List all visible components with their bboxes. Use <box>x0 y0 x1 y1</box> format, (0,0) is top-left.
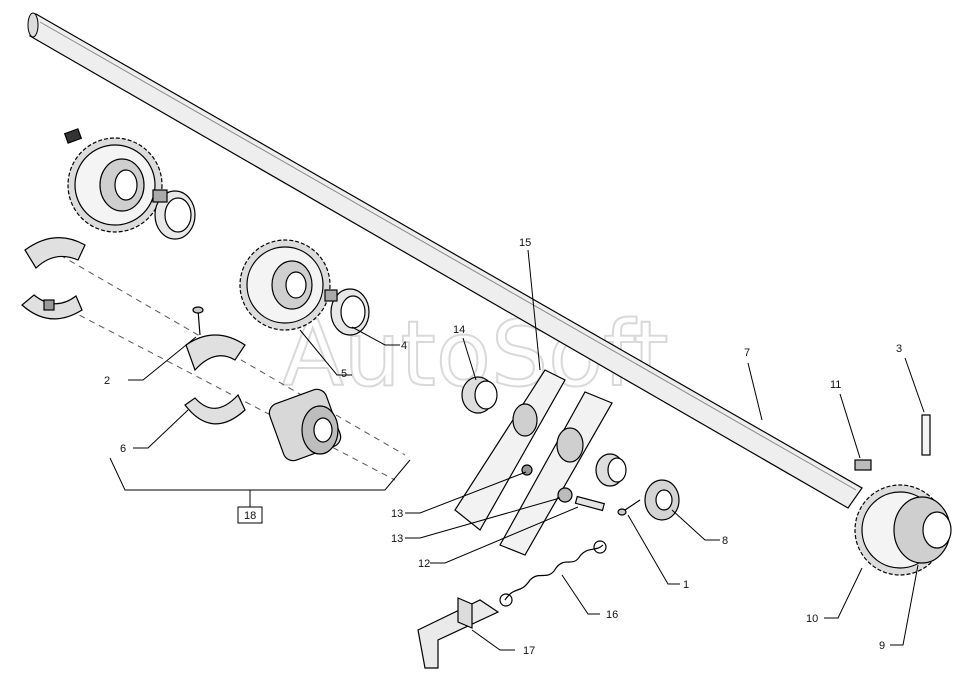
callout-2: 2 <box>104 375 110 387</box>
callout-9: 9 <box>879 640 885 652</box>
callout-13b: 13 <box>391 533 403 545</box>
callout-1: 1 <box>683 579 689 591</box>
split-sprocket-halves-center <box>184 334 246 425</box>
callout-17: 17 <box>523 645 535 657</box>
screw-part-1 <box>617 499 641 516</box>
callout-14: 14 <box>453 324 465 336</box>
hose-clamp-middle <box>324 288 370 336</box>
callout-16: 16 <box>606 609 618 621</box>
callout-15: 15 <box>519 237 531 249</box>
split-sprocket-halves-left <box>21 236 86 320</box>
nut-and-bolt <box>557 487 606 512</box>
callout-10: 10 <box>806 613 818 625</box>
callout-6: 6 <box>120 443 126 455</box>
leader-lines <box>109 249 925 651</box>
tensioner-plates <box>454 369 613 556</box>
callout-labels: 1 2 3 4 5 6 7 8 9 10 11 12 13 13 14 15 1… <box>104 237 902 657</box>
callout-3: 3 <box>896 343 902 355</box>
callout-11: 11 <box>830 379 841 391</box>
screw-part-2 <box>192 306 204 336</box>
bracket-part-17 <box>417 597 500 669</box>
callout-13a: 13 <box>391 508 403 520</box>
hose-clamp-upper <box>152 189 196 240</box>
callout-8: 8 <box>722 535 728 547</box>
hub-gear-assembly <box>268 388 342 462</box>
collar-part-8 <box>644 479 680 521</box>
shaft <box>27 12 863 509</box>
bushing-right <box>595 453 627 487</box>
sprocket-middle <box>239 239 331 331</box>
bushing-part-14 <box>461 376 498 414</box>
callout-12: 12 <box>418 558 430 570</box>
callout-18: 18 <box>244 510 256 522</box>
hub-part-9 <box>893 496 952 564</box>
callout-18-box <box>237 506 263 524</box>
callout-4: 4 <box>401 340 407 352</box>
tension-spring <box>499 540 607 607</box>
set-screw-part-11 <box>854 459 872 471</box>
sprocket-upper-left <box>63 128 163 233</box>
pin-part-3 <box>921 414 931 456</box>
callout-5: 5 <box>341 368 347 380</box>
callout-7: 7 <box>744 347 750 359</box>
